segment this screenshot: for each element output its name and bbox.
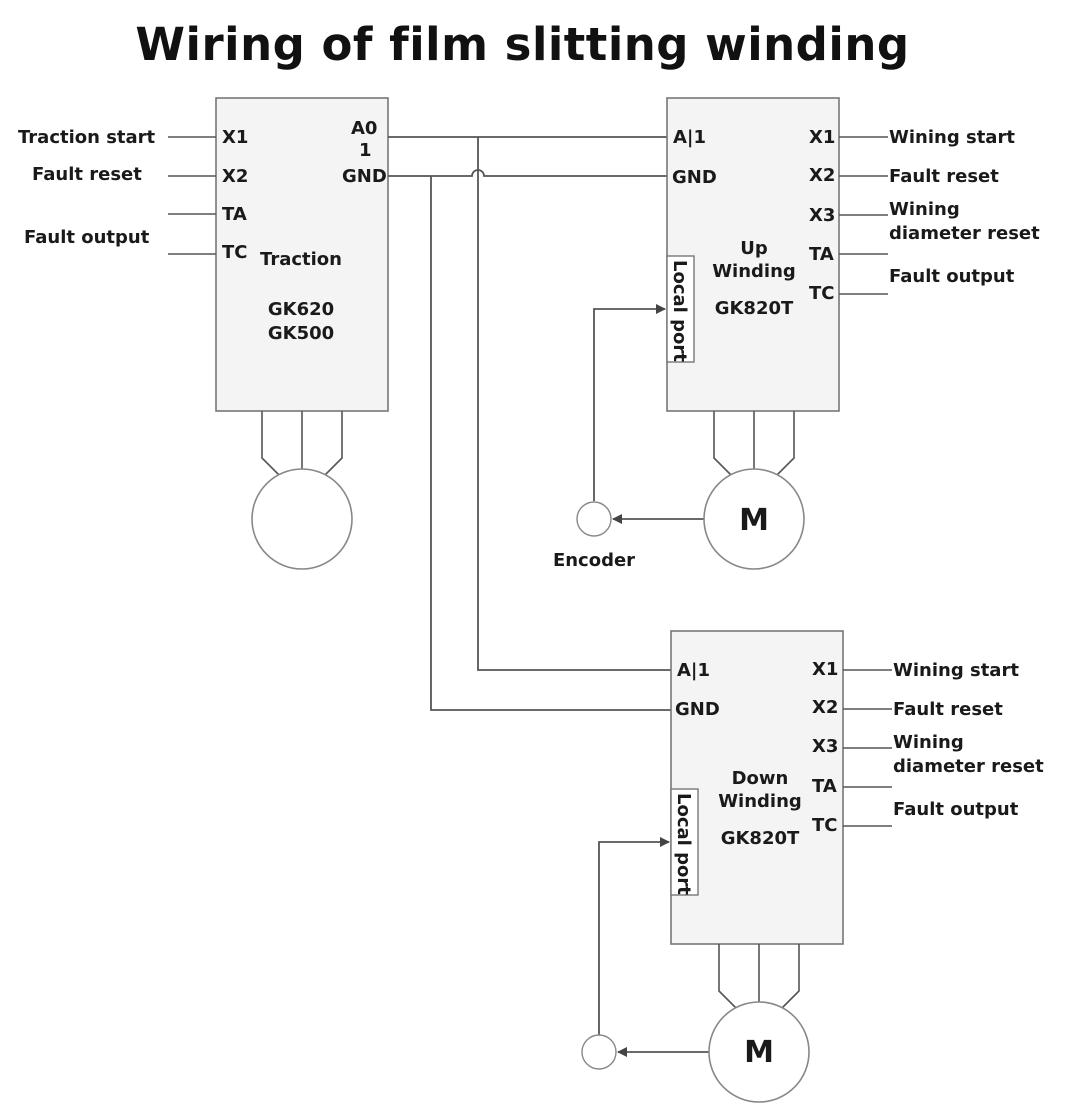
down-fault-output-label: Fault output: [893, 799, 1019, 820]
down-encoder: [581, 1034, 617, 1070]
traction-pin-ta: TA: [222, 204, 247, 225]
down-local-port: [670, 788, 699, 896]
down-pin-gnd: GND: [675, 699, 720, 720]
gnd-to-down-gnd-wire: [430, 176, 671, 711]
traction-drive-box: [215, 97, 389, 412]
up-winding-drive-box: [666, 97, 840, 412]
up-winding-name-1: Up: [740, 238, 768, 259]
traction-pin-ao: A0: [351, 118, 377, 139]
traction-drive: Traction start Fault reset Fault output …: [18, 97, 389, 570]
up-fault-output-label: Fault output: [889, 266, 1015, 287]
up-winding-drive: A|1 GND X1 X2 X3 TA TC Wining start Faul…: [553, 97, 1040, 571]
down-wining-start-label: Wining start: [893, 660, 1019, 681]
up-pin-x2: X2: [809, 165, 835, 186]
analog-wiring: [388, 136, 671, 711]
up-motor-lead-right: [775, 411, 795, 477]
down-winding-name-1: Down: [732, 768, 789, 789]
traction-pin-gnd: GND: [342, 166, 387, 187]
down-winding-model: GK820T: [721, 828, 800, 849]
traction-pin-x1: X1: [222, 127, 248, 148]
up-winding-name-2: Winding: [712, 261, 796, 282]
down-diameter-reset-label-2: diameter reset: [893, 756, 1044, 777]
traction-name: Traction: [260, 249, 342, 270]
up-motor-lead-left: [713, 411, 733, 477]
up-pin-ta: TA: [809, 244, 834, 265]
up-motor-label: M: [739, 503, 769, 538]
traction-pin-tc: TC: [222, 242, 248, 263]
down-pin-tc: TC: [812, 815, 838, 836]
down-winding-name-2: Winding: [718, 791, 802, 812]
traction-motor: [251, 468, 353, 570]
up-encoder: [576, 501, 612, 537]
up-local-port: [666, 255, 695, 363]
down-motor-lead-left: [718, 944, 738, 1010]
up-diameter-reset-label-2: diameter reset: [889, 223, 1040, 244]
down-local-port-label: Local port: [673, 793, 694, 895]
up-pin-tc: TC: [809, 283, 835, 304]
traction-pin-ao-index: 1: [359, 140, 372, 161]
down-winding-drive: A|1 GND X1 X2 X3 TA TC Wining start Faul…: [581, 630, 1044, 1103]
up-pin-ai: A|1: [673, 127, 706, 148]
down-pin-ai: A|1: [677, 660, 710, 681]
traction-model-2: GK500: [268, 323, 334, 344]
up-pin-x1: X1: [809, 127, 835, 148]
down-pin-x2: X2: [812, 697, 838, 718]
up-pin-x3: X3: [809, 205, 835, 226]
down-pin-x3: X3: [812, 736, 838, 757]
traction-pin-x2: X2: [222, 166, 248, 187]
traction-start-label: Traction start: [18, 127, 156, 148]
ao-to-down-ai-wire: [477, 137, 671, 671]
down-encoder-feedback-wire: [598, 837, 670, 1035]
down-pin-x1: X1: [812, 659, 838, 680]
up-fault-reset-label: Fault reset: [889, 166, 999, 187]
up-encoder-label: Encoder: [553, 550, 635, 571]
diagram-title: Wiring of film slitting winding: [135, 18, 910, 71]
traction-model-1: GK620: [268, 299, 334, 320]
traction-fault-reset-label: Fault reset: [32, 164, 142, 185]
down-motor-label: M: [744, 1035, 774, 1070]
traction-motor-lead-right: [323, 411, 343, 477]
up-pin-gnd: GND: [672, 167, 717, 188]
down-pin-ta: TA: [812, 776, 837, 797]
down-motor: [708, 1001, 810, 1103]
traction-fault-output-label: Fault output: [24, 227, 150, 248]
down-motor-lead-right: [780, 944, 800, 1010]
down-winding-drive-box: [670, 630, 844, 945]
up-local-port-label: Local port: [669, 260, 690, 362]
down-diameter-reset-label-1: Wining: [893, 732, 964, 753]
down-fault-reset-label: Fault reset: [893, 699, 1003, 720]
up-winding-model: GK820T: [715, 298, 794, 319]
up-wining-start-label: Wining start: [889, 127, 1015, 148]
traction-motor-lead-left: [261, 411, 281, 477]
up-motor: [703, 468, 805, 570]
up-encoder-feedback-wire: [593, 304, 666, 501]
gnd-to-up-gnd-wire: [388, 169, 667, 177]
up-diameter-reset-label-1: Wining: [889, 199, 960, 220]
